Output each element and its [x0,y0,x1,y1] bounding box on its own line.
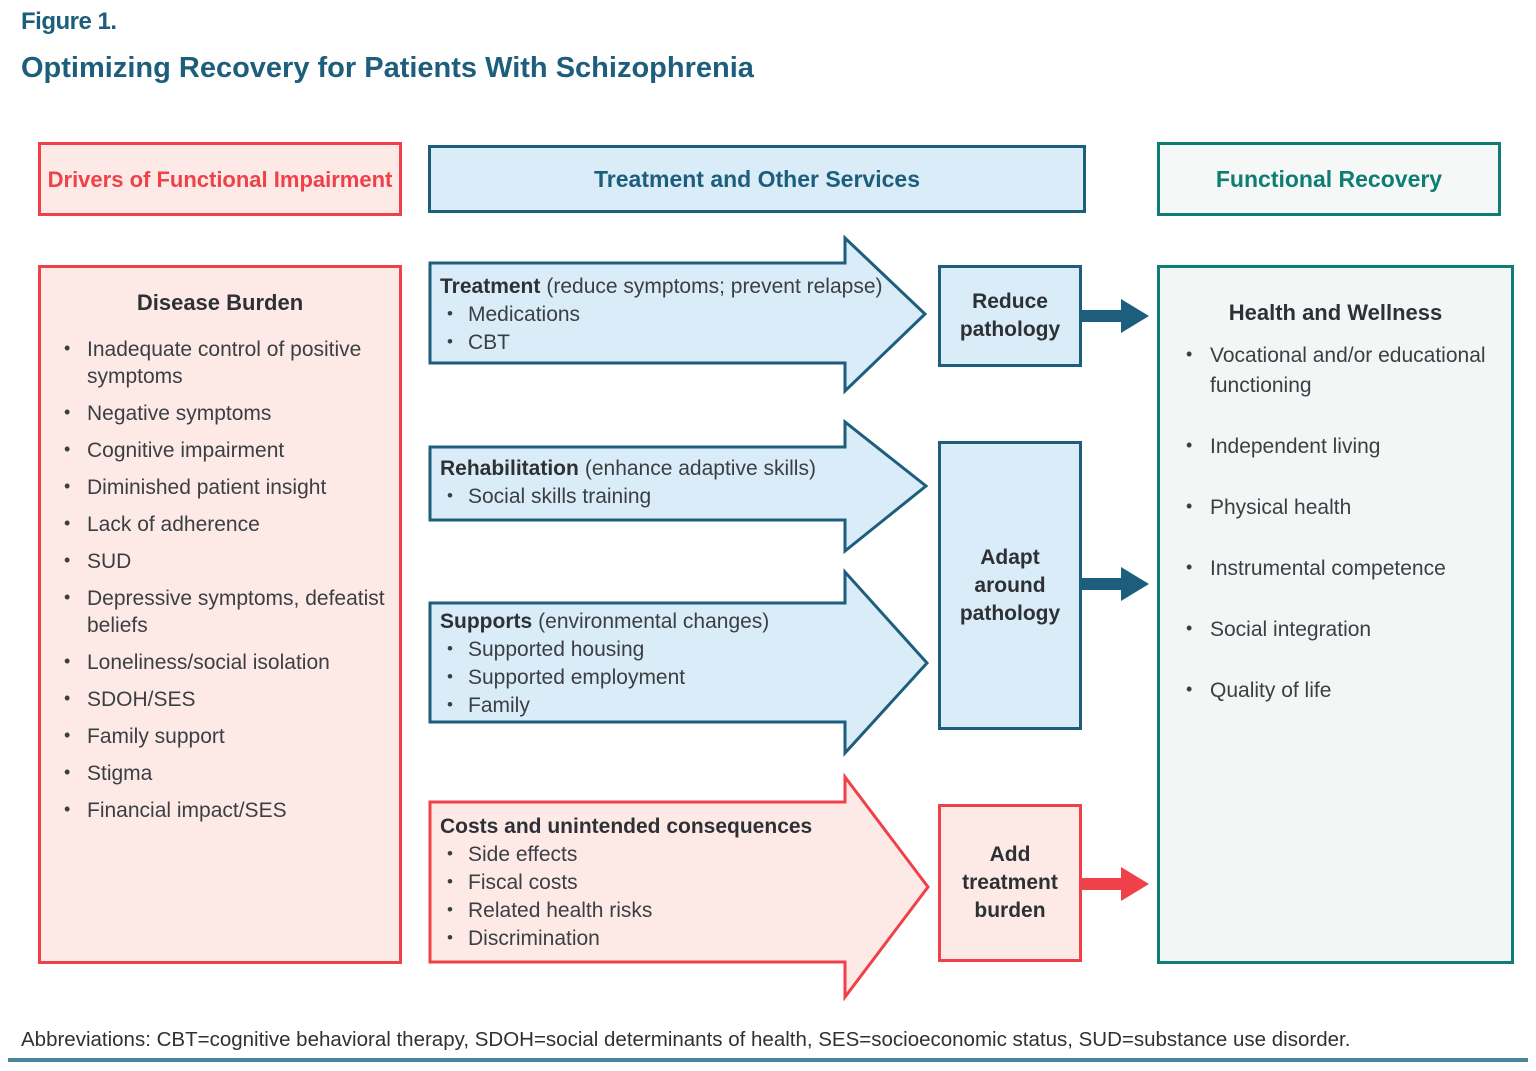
list-item: Social skills training [440,482,912,511]
disease-burden-box: Disease Burden Inadequate control of pos… [38,265,402,964]
list-item: Side effects [440,840,912,869]
reduce-pathology-connector-arrow [1082,299,1149,333]
arrow-heading: Treatment(reduce symptoms; prevent relap… [440,273,912,301]
arrow-heading-bold: Treatment [440,275,541,298]
figure-label: Figure 1. [21,8,117,35]
header-drivers-of-functional-impairment: Drivers of Functional Impairment [38,142,402,216]
health-and-wellness-title: Health and Wellness [1228,300,1443,325]
reduce-pathology-label: Reduce pathology [959,290,1061,341]
list-item: Family support [41,722,399,750]
list-item: Lack of adherence [41,510,399,538]
adapt-around-pathology-box: Adapt around pathology [938,441,1082,730]
arrow-heading: Supports(environmental changes) [440,608,912,636]
list-item: Diminished patient insight [41,473,399,501]
supports-arrow-text: Supports(environmental changes) Supporte… [440,608,912,720]
list-item: Physical health [1160,491,1511,523]
list-item: Social integration [1160,613,1511,645]
list-item: Quality of life [1160,674,1511,706]
disease-burden-list: Inadequate control of positive symptoms … [41,335,399,824]
arrow-heading-qualifier: (enhance adaptive skills) [584,457,816,480]
reduce-pathology-box: Reduce pathology [938,265,1082,367]
list-item: SDOH/SES [41,685,399,713]
list-item: Instrumental competence [1160,552,1511,584]
header-treatment-label: Treatment and Other Services [594,165,920,192]
rehabilitation-arrow-text: Rehabilitation(enhance adaptive skills) … [440,455,912,511]
arrow-heading-bold: Rehabilitation [440,457,579,480]
list-item: Supported employment [440,663,912,692]
list-item: Medications [440,300,912,329]
list-item: Independent living [1160,430,1511,462]
list-item: Stigma [41,759,399,787]
list-item: Financial impact/SES [41,796,399,824]
list-item: SUD [41,547,399,575]
arrow-heading-bold: Costs and unintended consequences [440,815,813,838]
header-recovery-label: Functional Recovery [1215,165,1443,192]
list-item: CBT [440,328,912,357]
list-item: Cognitive impairment [41,436,399,464]
arrow-heading-qualifier: (environmental changes) [538,610,770,633]
disease-burden-title: Disease Burden [136,290,304,315]
list-item: Fiscal costs [440,868,912,897]
arrow-heading-qualifier: (reduce symptoms; prevent relapse) [546,275,883,298]
arrow-heading: Rehabilitation(enhance adaptive skills) [440,455,912,483]
arrow-heading-bold: Supports [440,610,533,633]
add-treatment-burden-box: Add treatment burden [938,804,1082,962]
costs-arrow-text: Costs and unintended consequences Side e… [440,813,912,953]
adapt-around-pathology-label: Adapt around pathology [959,545,1061,625]
add-burden-connector-arrow [1082,867,1149,901]
list-item: Family [440,691,912,720]
health-and-wellness-box: Health and Wellness Vocational and/or ed… [1157,265,1514,964]
list-item: Supported housing [440,635,912,664]
add-treatment-burden-label: Add treatment burden [962,843,1058,922]
health-and-wellness-list: Vocational and/or educational functionin… [1160,339,1511,706]
abbreviations-footnote: Abbreviations: CBT=cognitive behavioral … [21,1028,1351,1051]
arrow-heading: Costs and unintended consequences [440,813,912,841]
header-treatment-and-other-services: Treatment and Other Services [428,145,1086,213]
bottom-rule [8,1058,1528,1062]
list-item: Depressive symptoms, defeatist beliefs [41,584,399,639]
list-item: Loneliness/social isolation [41,648,399,676]
header-drivers-label: Drivers of Functional Impairment [47,166,393,192]
figure-title: Optimizing Recovery for Patients With Sc… [21,52,754,84]
list-item: Discrimination [440,924,912,953]
list-item: Related health risks [440,896,912,925]
list-item: Negative symptoms [41,399,399,427]
list-item: Inadequate control of positive symptoms [41,335,399,390]
header-functional-recovery: Functional Recovery [1157,142,1501,216]
list-item: Vocational and/or educational functionin… [1160,339,1511,401]
adapt-pathology-connector-arrow [1082,567,1149,601]
treatment-arrow-text: Treatment(reduce symptoms; prevent relap… [440,273,912,357]
